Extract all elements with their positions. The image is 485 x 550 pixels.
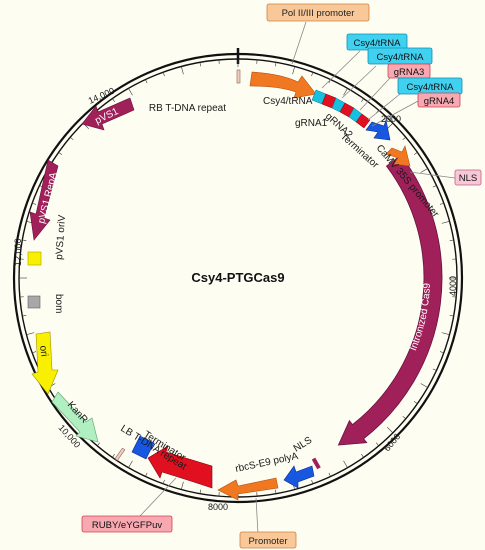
tick-mark bbox=[145, 79, 148, 84]
rbcs-e9-label: rbcS-E9 polyA bbox=[234, 451, 299, 475]
svg-text:Promoter: Promoter bbox=[248, 536, 287, 547]
svg-text:gRNA4: gRNA4 bbox=[424, 96, 455, 107]
callout-ruby: RUBY/eYGFPuv bbox=[81, 477, 177, 533]
tick-mark bbox=[311, 72, 314, 77]
tick-mark bbox=[386, 122, 394, 130]
pvs1-oriv-label: pVS1 oriV bbox=[54, 214, 68, 260]
bom-label: bom bbox=[53, 294, 64, 313]
tick-mark bbox=[311, 479, 314, 484]
tick-label-14000: 14,000 bbox=[87, 85, 116, 105]
tick-mark bbox=[128, 460, 133, 468]
tick-mark bbox=[375, 442, 380, 446]
pvs1-arrow[interactable] bbox=[81, 97, 135, 131]
ori-label: ori bbox=[37, 345, 49, 358]
tick-mark bbox=[112, 453, 115, 458]
tick-mark bbox=[292, 66, 295, 75]
tick-mark bbox=[70, 136, 74, 141]
tick-mark bbox=[439, 202, 444, 205]
tick-label-2000: 2000 bbox=[381, 114, 401, 124]
tick-mark bbox=[32, 351, 37, 354]
tick-mark bbox=[199, 62, 201, 67]
tick-mark bbox=[361, 98, 364, 103]
svg-text:Csy4/tRNA: Csy4/tRNA bbox=[407, 82, 455, 93]
callout-grna4: gRNA4 bbox=[371, 92, 461, 127]
tick-mark bbox=[402, 136, 406, 141]
tick-mark bbox=[432, 368, 437, 371]
tick-mark bbox=[162, 72, 165, 77]
callout-csy4-1: Csy4/tRNA bbox=[321, 33, 408, 89]
svg-text:Pol II/III promoter: Pol II/III promoter bbox=[282, 8, 355, 19]
callout-nls-top: NLS bbox=[409, 169, 482, 186]
lb-tdna-repeat-marker bbox=[114, 447, 126, 461]
svg-text:NLS: NLS bbox=[459, 173, 477, 184]
svg-text:RUBY/eYGFPuv: RUBY/eYGFPuv bbox=[92, 520, 162, 531]
ruby-eygfpuv-arrow[interactable] bbox=[147, 445, 213, 489]
grna3-block[interactable] bbox=[355, 113, 371, 129]
tick-mark bbox=[441, 332, 450, 335]
tick-mark bbox=[402, 415, 406, 420]
camv-35s-promoter-arrow[interactable] bbox=[385, 145, 411, 167]
tick-label-12000: 12,000 bbox=[13, 238, 23, 266]
tick-mark bbox=[26, 332, 35, 335]
nls-bottom-marker bbox=[311, 457, 321, 470]
tick-mark bbox=[22, 239, 27, 241]
rb-tdna-repeat-marker bbox=[236, 69, 241, 84]
tick-mark bbox=[22, 315, 27, 317]
svg-text:Csy4/tRNA: Csy4/tRNA bbox=[354, 38, 402, 49]
tick-mark bbox=[420, 168, 428, 173]
tick-mark bbox=[181, 66, 184, 75]
pol-promoter-arrow[interactable] bbox=[249, 71, 317, 99]
tick-mark bbox=[449, 315, 454, 317]
nls-top-marker bbox=[400, 167, 411, 176]
tick-mark bbox=[32, 202, 37, 205]
tick-mark bbox=[199, 489, 201, 494]
tick-mark bbox=[275, 489, 277, 494]
tick-mark bbox=[386, 426, 394, 434]
guide-array bbox=[311, 89, 371, 129]
svg-text:Csy4/tRNA: Csy4/tRNA bbox=[377, 52, 425, 63]
kanr-arrow[interactable] bbox=[51, 391, 99, 443]
tick-mark bbox=[441, 221, 450, 224]
tick-mark bbox=[181, 481, 184, 490]
tick-mark bbox=[343, 88, 348, 96]
tick-mark bbox=[420, 383, 428, 388]
tick-mark bbox=[275, 62, 277, 67]
tick-mark bbox=[343, 460, 348, 468]
tick-label-4000: 4000 bbox=[448, 276, 458, 296]
tick-label-8000: 8000 bbox=[208, 502, 228, 512]
tick-mark bbox=[128, 88, 133, 96]
intronized-cas9-arrow[interactable] bbox=[337, 154, 443, 446]
pvs1-repa-arrow[interactable] bbox=[29, 159, 59, 241]
tick-mark bbox=[328, 472, 331, 477]
rbcs-e9-polya-arrow[interactable] bbox=[217, 477, 279, 501]
terminator-bottom-box[interactable] bbox=[131, 435, 155, 460]
tick-mark bbox=[112, 98, 115, 103]
nls-bottom-arrow[interactable] bbox=[283, 465, 315, 489]
ori-arrow[interactable] bbox=[31, 331, 59, 395]
tick-mark bbox=[439, 351, 444, 354]
plasmid-title: Csy4-PTGCas9 bbox=[191, 270, 284, 285]
tick-mark bbox=[413, 152, 418, 155]
csy4-trna-label: Csy4/tRNA bbox=[263, 96, 313, 107]
tick-mark bbox=[449, 239, 454, 241]
tick-mark bbox=[413, 401, 418, 404]
rb-tdna-label: RB T-DNA repeat bbox=[149, 103, 226, 114]
grna1-label: gRNA1 bbox=[295, 118, 328, 129]
callout-csy4-2: Csy4/tRNA bbox=[341, 47, 433, 99]
terminator-top-arrow[interactable] bbox=[365, 118, 391, 141]
bom-box[interactable] bbox=[27, 295, 41, 309]
callout-promoter: Promoter bbox=[239, 497, 297, 549]
callout-pol-promoter: Pol II/III promoter bbox=[266, 3, 370, 65]
svg-text:gRNA3: gRNA3 bbox=[394, 67, 425, 78]
tick-mark bbox=[58, 152, 63, 155]
tick-mark bbox=[145, 472, 148, 477]
tick-mark bbox=[96, 442, 101, 446]
tick-mark bbox=[162, 479, 165, 484]
tick-mark bbox=[361, 453, 364, 458]
tick-mark bbox=[432, 185, 437, 188]
pvs1-oriv-box[interactable] bbox=[27, 251, 42, 266]
